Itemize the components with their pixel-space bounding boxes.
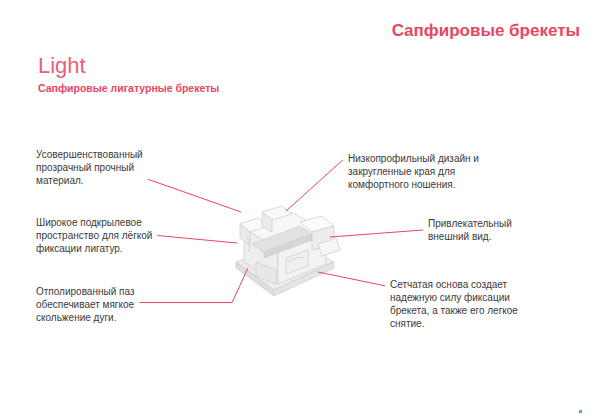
callout-text: Привлекательный внешний вид. (428, 217, 528, 243)
subtitle: Сапфировые лигатурные брекеты (38, 82, 219, 96)
callout-text: Широкое подкрылевое пространство для лёг… (36, 216, 168, 255)
callout-text: Отполированный паз обеспечивает мягкое с… (36, 285, 160, 324)
leader-line (148, 179, 241, 212)
callout-text: Низкопрофильный дизайн и закругленные кр… (348, 152, 508, 191)
callout-text: Усовершенствованный прозрачный прочный м… (36, 148, 160, 187)
leader-line (139, 268, 248, 303)
page-title: Сапфировые брекеты (392, 20, 580, 42)
product-name: Light (38, 52, 86, 81)
leader-line (286, 160, 343, 211)
leader-line (318, 272, 385, 286)
callout-text: Сетчатая основа создает надежную силу фи… (390, 278, 545, 330)
leader-line (157, 236, 237, 244)
leader-line (330, 230, 423, 237)
